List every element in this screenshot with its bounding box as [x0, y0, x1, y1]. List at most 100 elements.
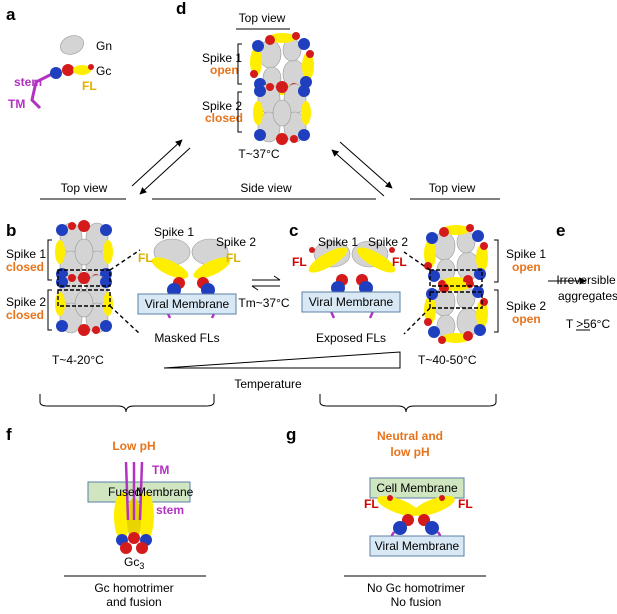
b-spike1-state: closed [6, 260, 44, 274]
b-zoom-line-top [109, 249, 141, 271]
c-dashed-box-2 [429, 291, 483, 309]
b-bracket-1 [47, 239, 52, 281]
f-fused-membrane [87, 481, 191, 503]
top-view-label: Top view [239, 11, 286, 25]
g-caption2: No fusion [391, 595, 442, 609]
spike1-label: Spike 1 [202, 51, 242, 65]
f-tm-label: TM [152, 463, 169, 477]
g-fl-left: FL [364, 497, 379, 511]
spike2-bracket [237, 91, 242, 133]
panel-label-g: g [286, 425, 296, 444]
temperature-gradient: Temperature [163, 351, 401, 391]
spike1-state: open [210, 63, 239, 77]
f-stem-label: stem [156, 503, 184, 517]
e-line2: aggregates [558, 289, 617, 303]
g-gc-yellow-right [413, 496, 455, 516]
c-spike1-cluster [423, 223, 489, 289]
brace-left [39, 394, 215, 413]
f-caption1: Gc homotrimer [94, 581, 173, 595]
b-zoom-line-bottom [109, 305, 141, 335]
c-fl-right: FL [392, 255, 407, 269]
g-condition2: low pH [390, 445, 429, 459]
b-spike2-label: Spike 2 [6, 295, 46, 309]
gc-domain-blue [50, 67, 62, 79]
c-viral-membrane-label: Viral Membrane [309, 295, 394, 309]
g-viral-membrane [369, 535, 465, 557]
e-temp: T >56°C [566, 317, 611, 331]
panel-f: f Low pH Fused Membrane TM stem Gc3 Gc h… [6, 425, 206, 609]
temp-37-label: T~37°C [238, 147, 279, 161]
panel-label-e: e [556, 221, 565, 240]
c-zoom-line-bottom [403, 307, 431, 335]
b-fl-left: FL [138, 251, 153, 265]
g-cell-membrane [369, 477, 465, 499]
c-temp-label: T~40-50°C [418, 353, 477, 367]
panel-d: d Top view Spike 1 open Spike 2 closed T… [176, 0, 315, 161]
equilibrium: Tm~37°C [238, 275, 290, 310]
e-line1: Irreversible [556, 273, 616, 287]
c-spike1-label: Spike 1 [506, 247, 546, 261]
b-temp-label: T~4-20°C [52, 353, 104, 367]
spike2-closed-cluster [252, 80, 312, 146]
arrow-from-c [331, 149, 385, 197]
spike2-label: Spike 2 [202, 99, 242, 113]
panel-a: a Gn Gc FL stem TM [6, 5, 112, 111]
c-zoom-line-top [403, 251, 431, 271]
b-dashed-box-1 [57, 269, 111, 287]
arrow-from-d [139, 147, 191, 195]
gn-label: Gn [96, 39, 112, 53]
arrow-to-c [339, 141, 393, 189]
c-bracket-2 [494, 289, 499, 333]
b-dashed-box-2 [57, 289, 111, 307]
b-spike2-cluster [54, 271, 114, 337]
top-view-right-label: Top view [429, 181, 476, 195]
c-dashed-box-1 [429, 269, 483, 287]
c-spike2-cluster [423, 279, 489, 345]
f-fused-label: Fused [108, 485, 141, 499]
b-side-spike1-label: Spike 1 [154, 225, 194, 239]
panel-c: c Spike 1 Spike 2 FL FL Viral Membrane E… [289, 221, 546, 367]
temperature-wedge [163, 351, 401, 369]
b-side-view: Spike 1 Spike 2 FL FL Viral Membrane Mas… [137, 225, 256, 345]
c-side-view: Spike 1 Spike 2 FL FL Viral Membrane Exp… [292, 235, 408, 345]
f-gc-yellow-1 [114, 492, 130, 540]
b-spike1-label: Spike 1 [6, 247, 46, 261]
c-spike1-state: open [512, 260, 541, 274]
stem-tm-glyph [30, 72, 53, 110]
temperature-label: Temperature [234, 377, 302, 391]
g-gc-yellow-left [377, 496, 419, 516]
c-fl-left: FL [292, 255, 307, 269]
tm-label: TM [8, 97, 25, 111]
c-viral-membrane [301, 291, 401, 313]
gc-domain-yellow [73, 65, 91, 75]
f-gc-yellow-2 [138, 492, 154, 540]
g-viral-membrane-label: Viral Membrane [375, 539, 460, 553]
panel-e: e Irreversible aggregates T >56°C [548, 221, 617, 331]
panel-label-d: d [176, 0, 186, 18]
tm-37-label: Tm~37°C [238, 296, 289, 310]
b-viral-membrane-label: Viral Membrane [145, 297, 230, 311]
fl-label: FL [82, 79, 97, 93]
panel-label-f: f [6, 425, 12, 444]
gn-glyph [60, 35, 84, 55]
g-caption1: No Gc homotrimer [367, 581, 465, 595]
g-condition1: Neutral and [377, 429, 443, 443]
gc-label: Gc [96, 64, 111, 78]
stem-label: stem [14, 75, 42, 89]
fusion-loop-dot [88, 64, 94, 70]
c-caption: Exposed FLs [316, 331, 386, 345]
f-gc3-label: Gc3 [124, 555, 144, 571]
b-spike2-state: closed [6, 308, 44, 322]
c-side-spike1-label: Spike 1 [318, 235, 358, 249]
g-fl-right: FL [458, 497, 473, 511]
spike2-state: closed [205, 111, 243, 125]
brace-right [319, 394, 497, 413]
panel-label-a: a [6, 5, 16, 24]
c-side-spike2-label: Spike 2 [368, 235, 408, 249]
panel-label-b: b [6, 221, 16, 240]
b-viral-membrane [137, 293, 237, 315]
c-bracket-1 [494, 239, 499, 283]
c-spike2-state: open [512, 312, 541, 326]
spike1-bracket [237, 43, 242, 85]
